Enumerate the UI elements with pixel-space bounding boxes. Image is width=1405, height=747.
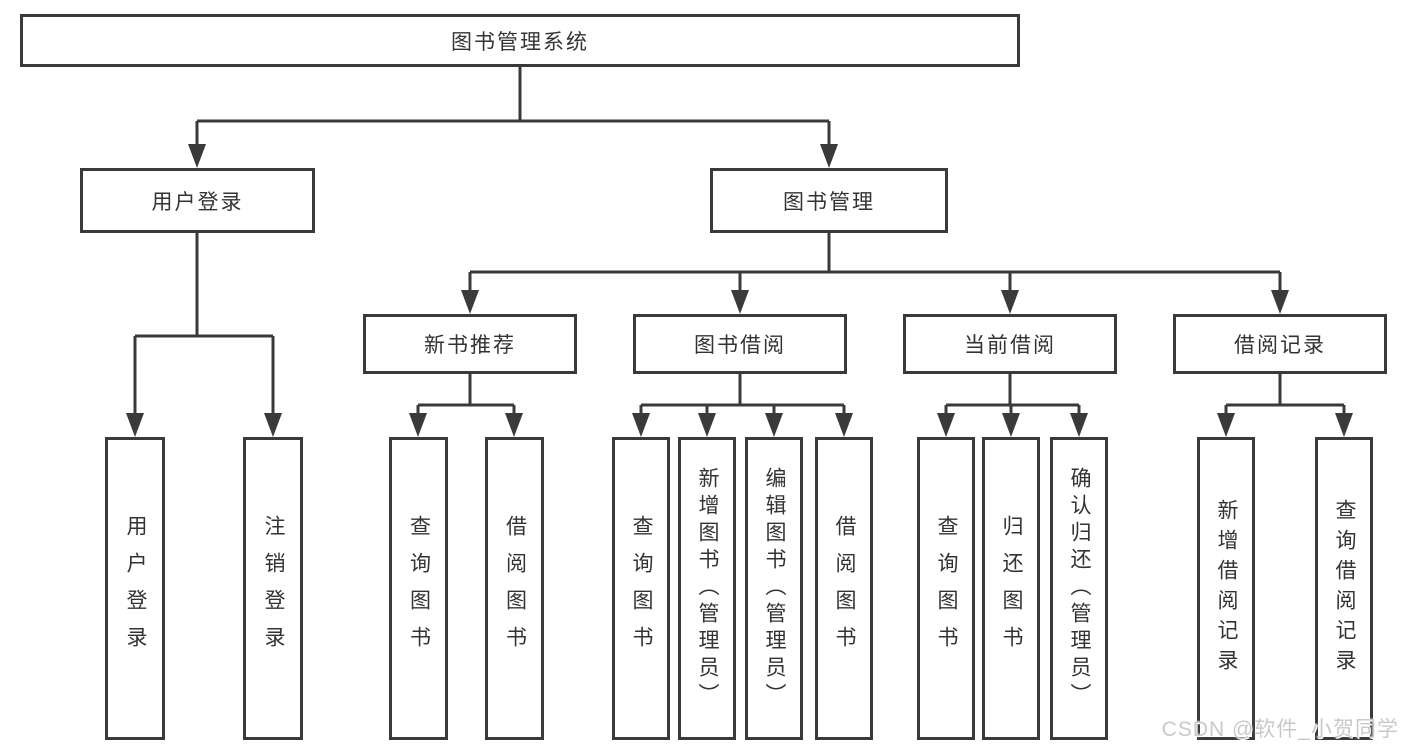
node-root: 图书管理系统 xyxy=(20,14,1020,67)
connector-new-book-recommend xyxy=(416,374,516,417)
leaf-confirm-return-admin: 确认归还（管理员） xyxy=(1050,437,1108,740)
connector-book-borrow xyxy=(639,374,846,417)
leaf-add-borrow-record: 新增借阅记录 xyxy=(1197,437,1255,740)
leaf-borrow-books-recommend: 借阅图书 xyxy=(485,437,544,740)
node-new-book-recommend: 新书推荐 xyxy=(363,314,577,374)
node-new-book-recommend-label: 新书推荐 xyxy=(424,334,516,357)
leaf-return-book: 归还图书 xyxy=(982,437,1040,740)
node-borrow-records: 借阅记录 xyxy=(1173,314,1387,374)
leaf-query-books-current-label: 查询图书 xyxy=(935,514,958,663)
leaf-borrow-books-borrow-label: 借阅图书 xyxy=(833,514,856,663)
connector-user-login xyxy=(133,233,275,417)
connector-current-borrow xyxy=(944,374,1081,417)
leaf-borrow-books-recommend-label: 借阅图书 xyxy=(503,514,527,663)
node-current-borrow: 当前借阅 xyxy=(903,314,1117,374)
leaf-query-books-recommend-label: 查询图书 xyxy=(407,514,431,663)
node-book-borrow-label: 图书借阅 xyxy=(694,334,786,357)
leaf-query-borrow-record-label: 查询借阅记录 xyxy=(1333,498,1356,679)
leaf-logout: 注销登录 xyxy=(243,437,303,740)
leaf-query-books-current: 查询图书 xyxy=(917,437,975,740)
watermark: CSDN @软件_小贺同学 xyxy=(1161,718,1399,741)
leaf-confirm-return-admin-label: 确认归还（管理员） xyxy=(1068,467,1091,710)
leaf-query-books-recommend: 查询图书 xyxy=(389,437,448,740)
leaf-add-book-admin: 新增图书（管理员） xyxy=(678,437,736,740)
node-current-borrow-label: 当前借阅 xyxy=(964,334,1056,357)
node-borrow-records-label: 借阅记录 xyxy=(1234,334,1326,357)
arrowheads xyxy=(126,144,1353,437)
node-user-login-label: 用户登录 xyxy=(151,190,244,214)
node-book-management: 图书管理 xyxy=(710,168,948,233)
leaf-query-borrow-record: 查询借阅记录 xyxy=(1315,437,1373,740)
node-user-login: 用户登录 xyxy=(80,168,315,233)
leaf-edit-book-admin-label: 编辑图书（管理员） xyxy=(763,467,786,710)
leaf-user-login-label: 用户登录 xyxy=(124,514,147,663)
node-root-label: 图书管理系统 xyxy=(451,30,589,54)
connector-book-management xyxy=(468,233,1282,296)
leaf-borrow-books-borrow: 借阅图书 xyxy=(815,437,873,740)
leaf-query-books-borrow-label: 查询图书 xyxy=(630,514,653,663)
node-book-management-label: 图书管理 xyxy=(783,190,875,214)
leaf-add-borrow-record-label: 新增借阅记录 xyxy=(1215,498,1238,679)
leaf-user-login: 用户登录 xyxy=(105,437,165,740)
leaf-return-book-label: 归还图书 xyxy=(1000,514,1023,663)
leaf-logout-label: 注销登录 xyxy=(262,514,285,663)
connector-borrow-records xyxy=(1224,374,1346,417)
leaf-add-book-admin-label: 新增图书（管理员） xyxy=(696,467,719,710)
node-book-borrow: 图书借阅 xyxy=(633,314,847,374)
connector-root xyxy=(195,67,831,150)
leaf-query-books-borrow: 查询图书 xyxy=(612,437,670,740)
leaf-edit-book-admin: 编辑图书（管理员） xyxy=(745,437,803,740)
